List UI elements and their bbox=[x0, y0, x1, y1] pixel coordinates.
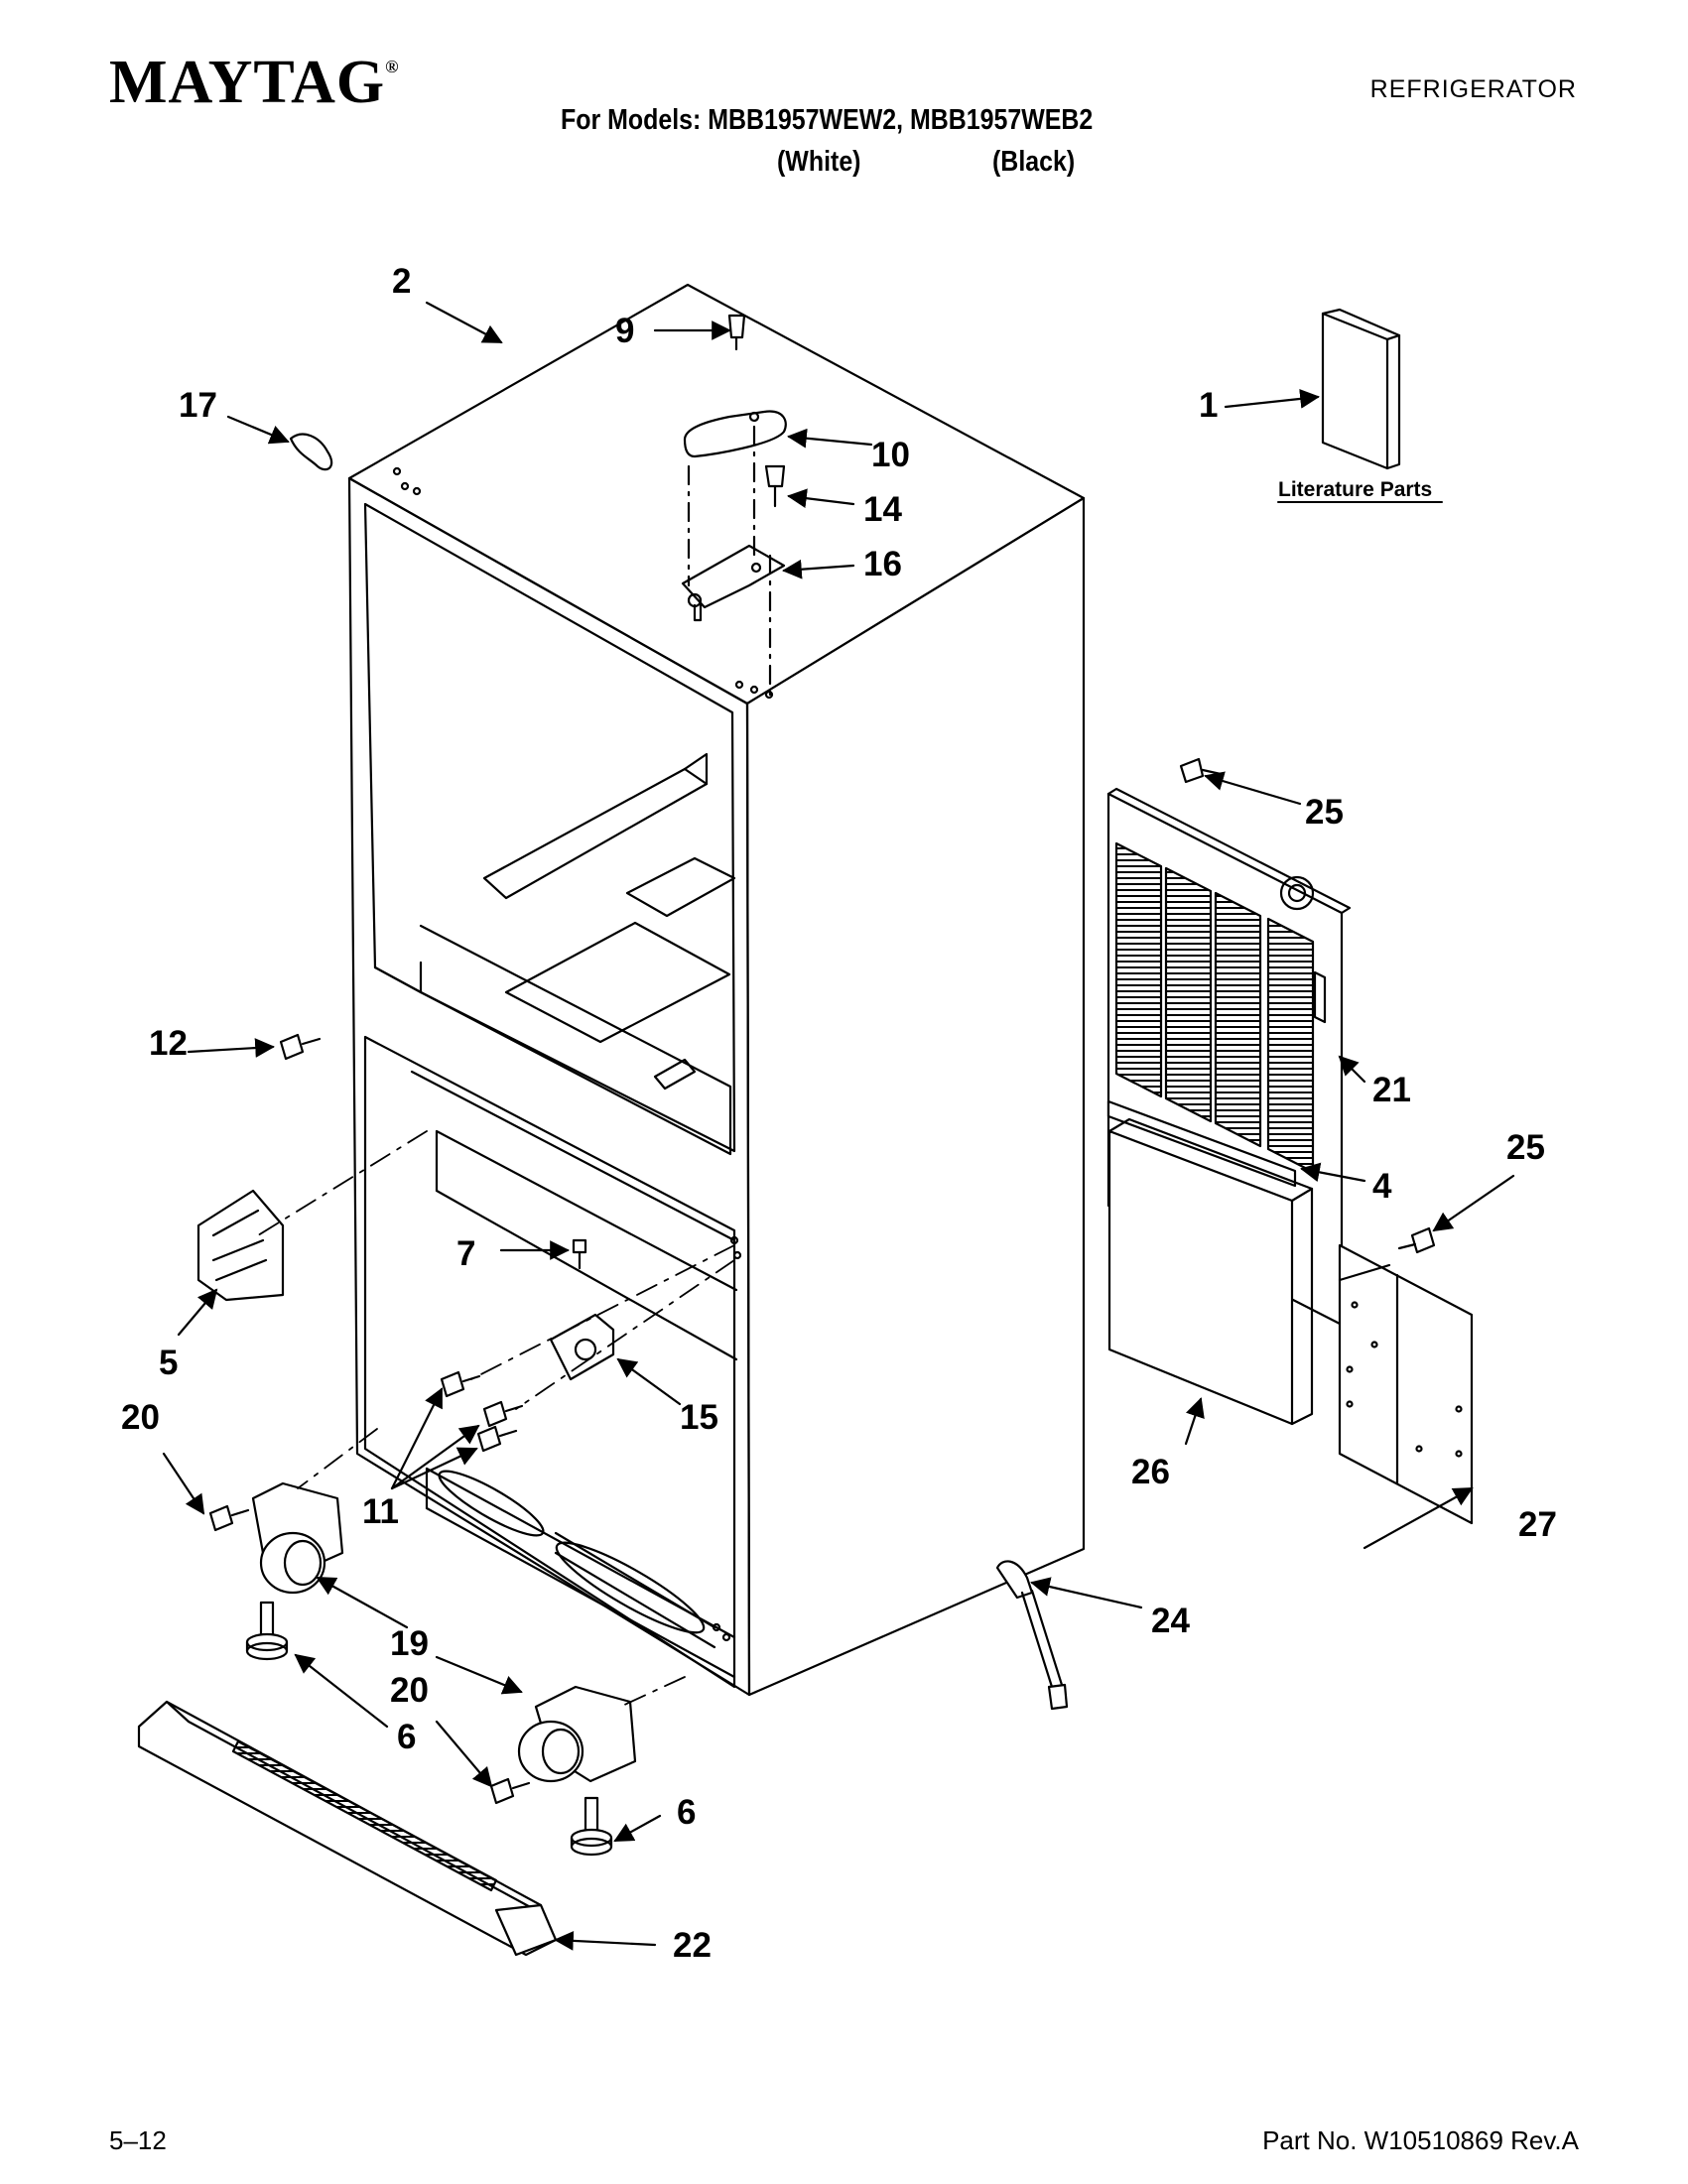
maytag-logo: MAYTAG® bbox=[109, 49, 400, 116]
back-cover-panel bbox=[1338, 1243, 1474, 1525]
callout-12: 12 bbox=[149, 1024, 188, 1063]
cabinet-body bbox=[347, 283, 1086, 1697]
screws bbox=[208, 757, 1436, 1805]
top-hinge-assembly bbox=[681, 314, 787, 697]
models-line: For Models: MBB1957WEW2, MBB1957WEB2 bbox=[561, 104, 1094, 136]
part-number: Part No. W10510869 Rev.A bbox=[1262, 2125, 1579, 2155]
callout-26: 26 bbox=[1131, 1453, 1170, 1491]
rear-access-grille bbox=[1106, 787, 1352, 1327]
callout-15: 15 bbox=[680, 1398, 718, 1437]
insulation-panel bbox=[1107, 1117, 1314, 1426]
callout-10: 10 bbox=[871, 436, 910, 474]
page-number: 5–12 bbox=[109, 2125, 167, 2155]
callout-17: 17 bbox=[179, 386, 217, 425]
callout-27: 27 bbox=[1518, 1505, 1557, 1544]
callout-24: 24 bbox=[1151, 1602, 1190, 1640]
callout-11: 11 bbox=[362, 1492, 399, 1531]
callout-19: 19 bbox=[390, 1624, 429, 1663]
callout-25-top: 25 bbox=[1305, 793, 1344, 832]
category-label: REFRIGERATOR bbox=[1369, 75, 1577, 103]
base-grille bbox=[137, 1700, 558, 1957]
callout-1: 1 bbox=[1199, 386, 1218, 425]
service-sticker bbox=[196, 1189, 285, 1302]
roller-assembly-right bbox=[517, 1685, 637, 1783]
callout-4: 4 bbox=[1372, 1167, 1392, 1206]
leveling-leg-left bbox=[245, 1601, 289, 1661]
callout-9: 9 bbox=[615, 312, 634, 350]
callout-16: 16 bbox=[863, 545, 902, 583]
callout-25-right: 25 bbox=[1506, 1128, 1545, 1167]
callout-2: 2 bbox=[392, 262, 411, 301]
callout-leaders bbox=[162, 301, 1515, 1951]
callout-20-right: 20 bbox=[390, 1671, 429, 1710]
callout-numbers: 2 9 17 1 10 14 16 25 12 21 25 4 7 5 15 2… bbox=[121, 262, 1557, 1965]
callout-21: 21 bbox=[1372, 1071, 1411, 1109]
callout-6-right: 6 bbox=[677, 1793, 696, 1832]
door-hinge-bracket bbox=[549, 1313, 615, 1381]
literature-booklet bbox=[1321, 308, 1401, 470]
bumper-pad bbox=[289, 433, 333, 471]
roller-assembly-left bbox=[251, 1481, 344, 1595]
leveling-leg-right bbox=[570, 1796, 613, 1857]
callout-22: 22 bbox=[673, 1926, 712, 1965]
callout-6-left: 6 bbox=[397, 1718, 416, 1756]
assembly-lines bbox=[257, 1130, 735, 1708]
callout-14: 14 bbox=[863, 490, 902, 529]
callout-5: 5 bbox=[159, 1344, 178, 1382]
literature-parts-label: Literature Parts bbox=[1278, 478, 1432, 501]
callout-20-left: 20 bbox=[121, 1398, 160, 1437]
variant-white: (White) bbox=[777, 146, 861, 178]
callout-7: 7 bbox=[456, 1234, 475, 1273]
variant-black: (Black) bbox=[992, 146, 1076, 178]
